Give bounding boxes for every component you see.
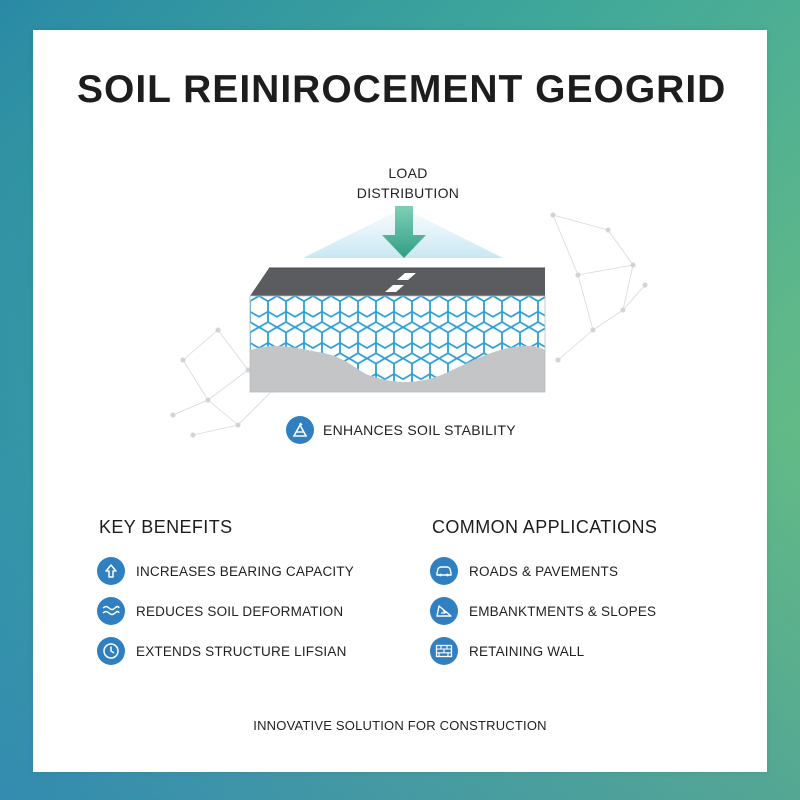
slope-icon — [430, 597, 458, 625]
page-title: SOIL REINIROCEMENT GEOGRID — [77, 68, 727, 111]
network-background — [170, 212, 648, 438]
geogrid-cross-section — [249, 206, 546, 393]
application-label: RETAINING WALL — [469, 643, 585, 659]
key-benefits-heading: KEY BENEFITS — [99, 517, 233, 537]
load-label-line-1: LOAD — [388, 165, 428, 181]
load-label-line-2: DISTRIBUTION — [356, 185, 460, 201]
benefit-label: REDUCES SOIL DEFORMATION — [136, 603, 344, 619]
list-item: INCREASES BEARING CAPACITY — [97, 556, 354, 586]
load-arrow-icon — [382, 206, 426, 258]
benefit-label: EXTENDS STRUCTURE LIFSIAN — [136, 643, 347, 659]
waves-icon — [97, 597, 125, 625]
application-label: ROADS & PAVEMENTS — [469, 563, 619, 579]
infographic-card: SOIL REINIROCEMENT GEOGRID LOAD DISTRIBU… — [33, 30, 767, 772]
benefit-label: INCREASES BEARING CAPACITY — [136, 563, 354, 579]
list-item: ROADS & PAVEMENTS — [430, 556, 656, 586]
key-benefits-list: INCREASES BEARING CAPACITY REDUCES SOIL … — [97, 556, 354, 676]
asphalt-layer — [250, 268, 545, 296]
car-icon — [430, 557, 458, 585]
road-marking — [385, 285, 404, 292]
application-label: EMBANKTMENTS & SLOPES — [469, 603, 657, 619]
list-item: REDUCES SOIL DEFORMATION — [97, 596, 354, 626]
brick-wall-icon — [430, 637, 458, 665]
up-arrow-icon — [97, 557, 125, 585]
common-applications-list: ROADS & PAVEMENTS EMBANKTMENTS & SLOPES … — [430, 556, 656, 676]
stability-callout: ENHANCES SOIL STABILITY — [286, 416, 516, 444]
road-marking — [397, 273, 416, 280]
common-applications-heading: COMMON APPLICATIONS — [432, 517, 658, 537]
list-item: EXTENDS STRUCTURE LIFSIAN — [97, 636, 354, 666]
soil-layer — [250, 345, 545, 392]
soil-stability-icon — [286, 416, 314, 444]
load-distribution-label: LOAD DISTRIBUTION — [333, 163, 483, 203]
footer-tagline: INNOVATIVE SOLUTION FOR CONSTRUCTION — [253, 718, 547, 733]
list-item: RETAINING WALL — [430, 636, 656, 666]
clock-icon — [97, 637, 125, 665]
list-item: EMBANKTMENTS & SLOPES — [430, 596, 656, 626]
stability-label: ENHANCES SOIL STABILITY — [323, 422, 516, 438]
